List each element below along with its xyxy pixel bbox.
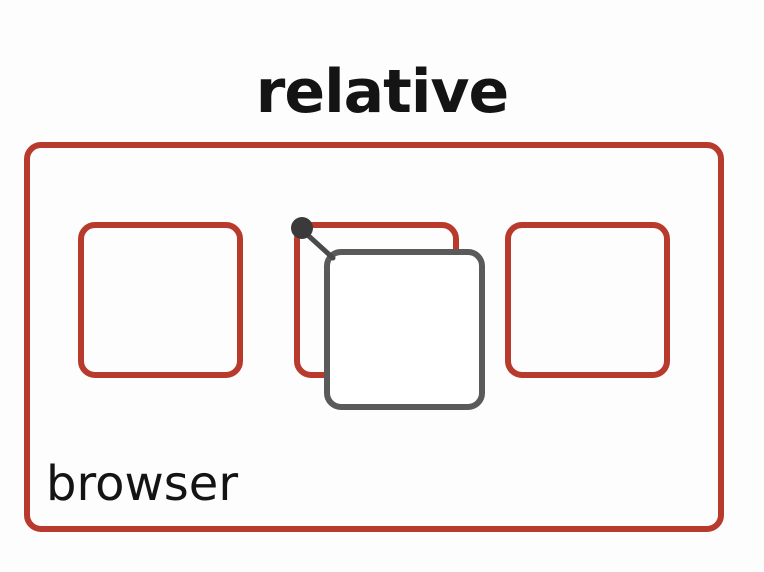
diagram-title: relative: [255, 57, 509, 127]
relative-box-offset: [324, 249, 485, 410]
browser-container: [24, 142, 724, 532]
browser-label: browser: [46, 456, 239, 512]
anchor-dot: [291, 217, 313, 239]
static-box-left: [78, 222, 243, 378]
static-box-right: [505, 222, 670, 378]
